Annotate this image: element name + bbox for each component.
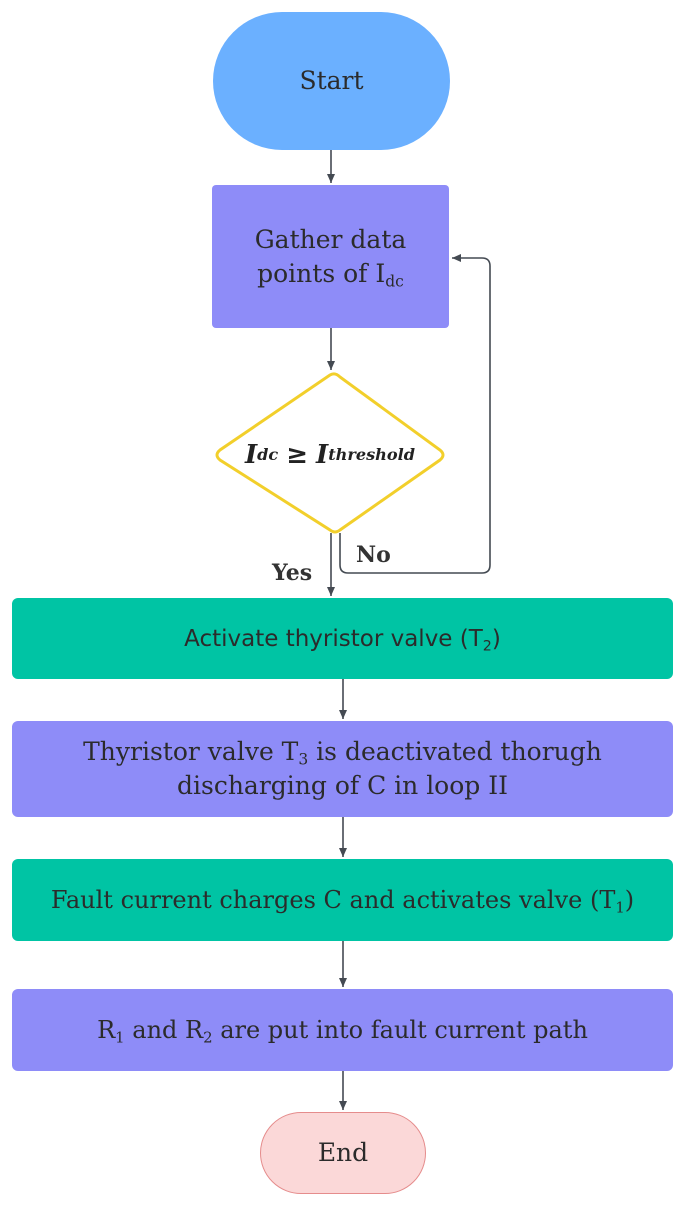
edge-label-yes: Yes [272, 560, 313, 586]
resistors-node: R1 and R2 are put into fault current pat… [12, 989, 673, 1071]
end-label: End [317, 1138, 369, 1167]
start-node: Start [213, 12, 450, 150]
deactivate-label-line1: Thyristor valve T3 is deactivated thorug… [83, 737, 602, 769]
gather-data-node: Gather data points of Idc [212, 185, 449, 328]
deactivate-label-line2: discharging of C in loop II [176, 771, 508, 800]
activate-t2-node: Activate thyristor valve (T2) [12, 598, 673, 679]
end-node: End [260, 1112, 426, 1194]
fault-current-node: Fault current charges C and activates va… [12, 859, 673, 941]
start-label: Start [299, 66, 364, 95]
resistors-label: R1 and R2 are put into fault current pat… [97, 1016, 588, 1047]
fault-current-label: Fault current charges C and activates va… [50, 886, 635, 917]
activate-t2-label: Activate thyristor valve (T2) [184, 625, 501, 654]
edge-label-no: No [356, 542, 391, 568]
gather-label-line1: Gather data [254, 224, 407, 254]
arrow-decision-no-loop [339, 254, 491, 574]
decision-diamond [215, 372, 445, 534]
gather-label-line2: points of Idc [257, 258, 404, 291]
deactivate-t3-node: Thyristor valve T3 is deactivated thorug… [12, 721, 673, 817]
